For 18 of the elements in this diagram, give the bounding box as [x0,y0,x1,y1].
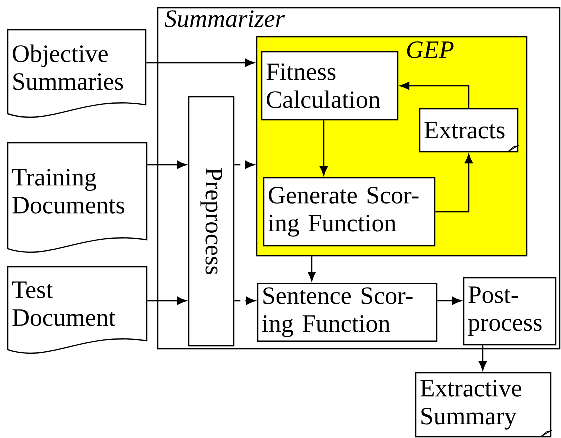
arrow [436,154,474,213]
arrow [400,82,470,108]
process-box: Generate Scor- ing Function [263,177,436,247]
arrow [479,346,488,371]
process-box: Sentence Scor- ing Function [257,283,438,342]
preprocess-box: Preprocess [188,96,235,347]
arrow [148,296,187,305]
dashed-arrow [234,161,255,169]
process-box: Fitness Calculation [261,51,399,121]
arrow [146,59,255,67]
arrow [320,120,328,176]
frame-title: GEP [407,42,454,58]
frame-title: Summarizer [164,10,286,28]
process-box: Post- process [463,277,557,346]
dashed-arrow [234,296,256,305]
arrow [438,296,462,305]
arrow [148,161,187,169]
arrow [308,256,316,282]
